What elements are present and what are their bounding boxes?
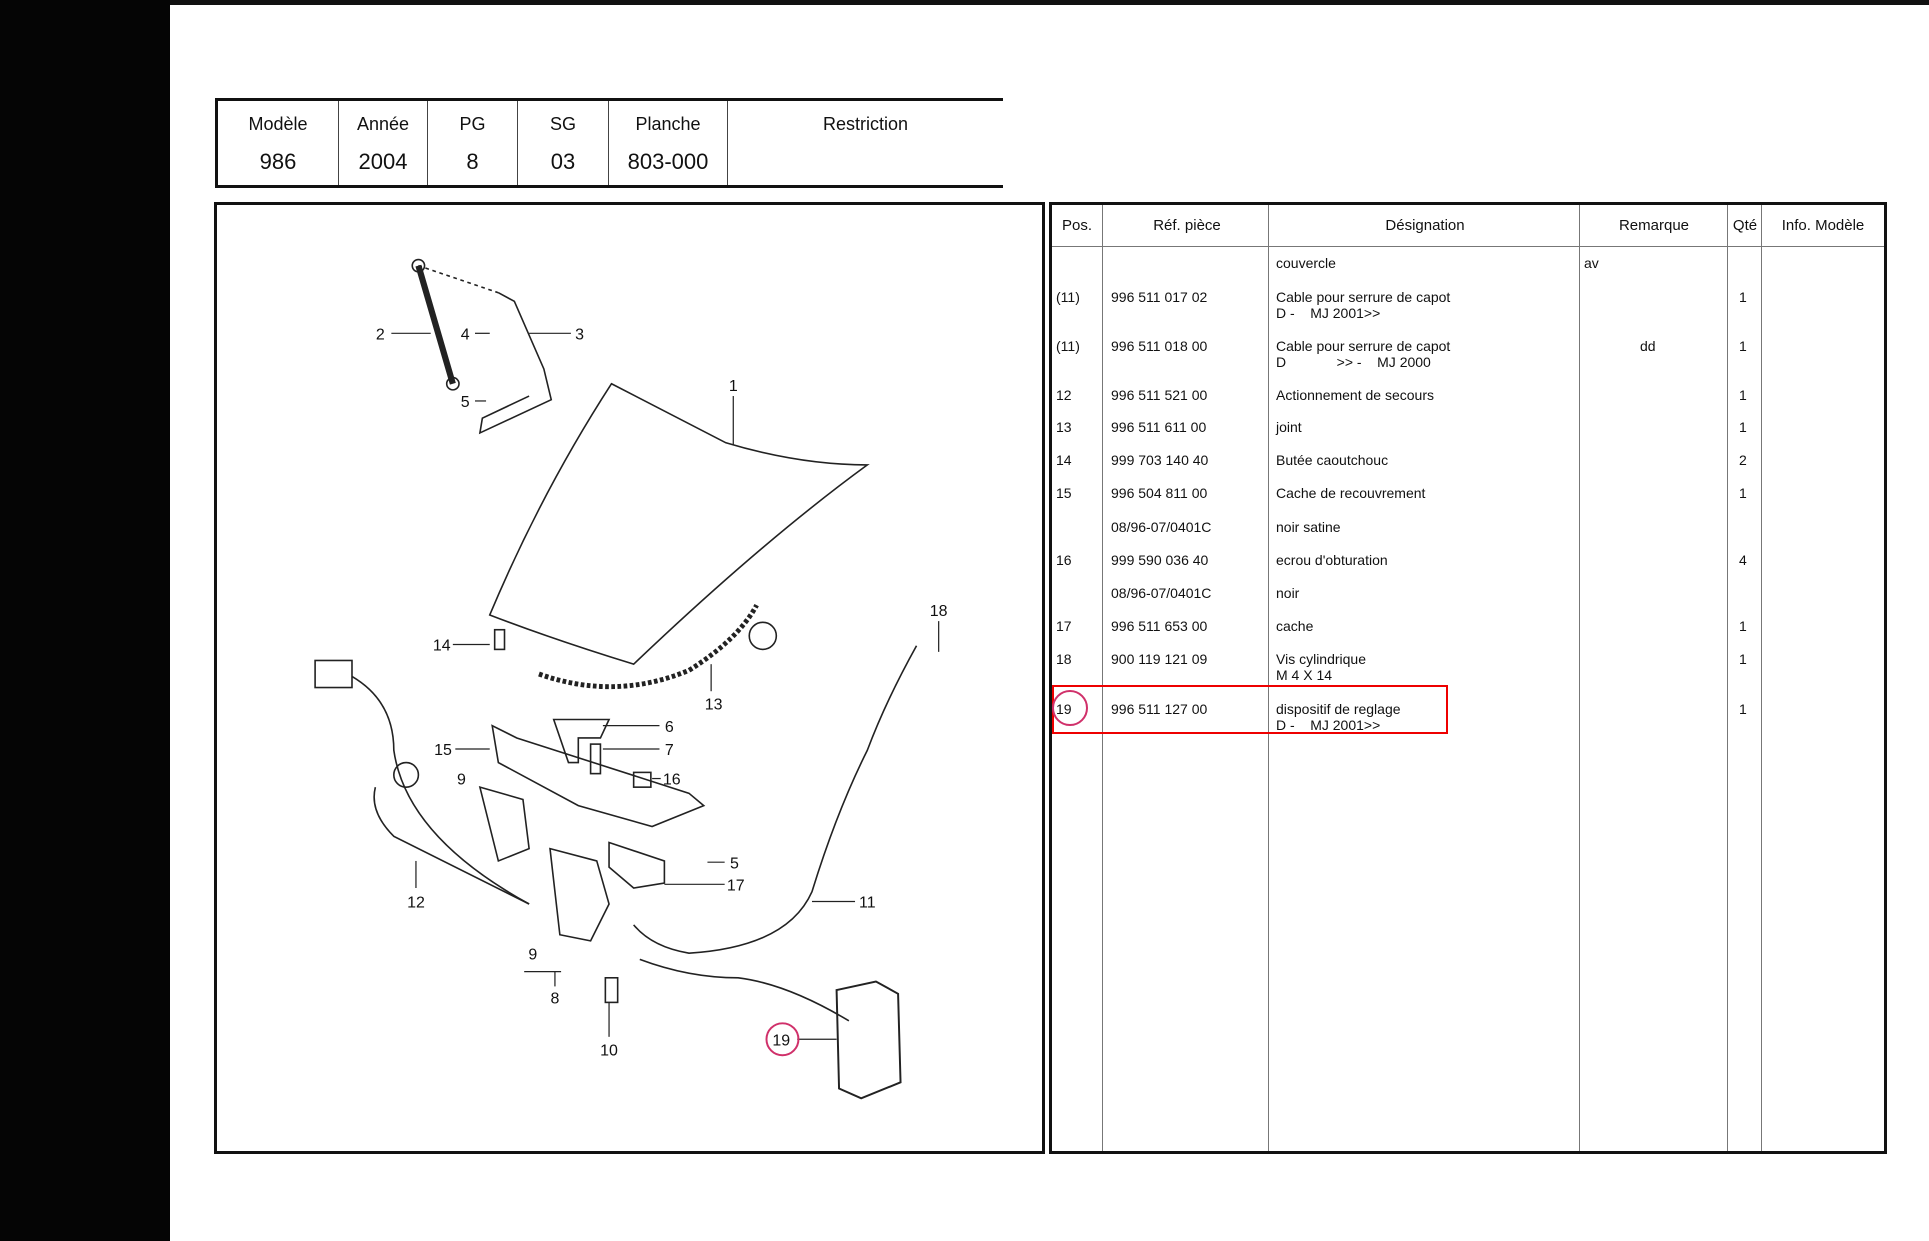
- col-header-pos: Pos.: [1061, 217, 1092, 234]
- header-col-pg: PG 8: [428, 101, 518, 185]
- row-pos: 18: [1056, 651, 1072, 667]
- row-designation: noir: [1276, 585, 1300, 601]
- row-qte: 1: [1739, 419, 1747, 435]
- scan-border-top: [170, 0, 1929, 5]
- row-designation: ecrou d'obturation: [1276, 552, 1388, 568]
- row-remarque: av: [1584, 255, 1599, 271]
- row-ref: 999 590 036 40: [1111, 552, 1209, 568]
- row-designation: dispositif de reglage D - MJ 2001>>: [1276, 701, 1401, 733]
- scan-border-left: [0, 0, 170, 1241]
- row-ref: 996 511 521 00: [1111, 387, 1208, 403]
- header-col-sg: SG 03: [518, 101, 609, 185]
- header-value: 2004: [358, 149, 408, 174]
- row-pos: 14: [1056, 452, 1072, 468]
- parts-table-header: Pos. Réf. pièce Désignation Remarque Qté…: [1052, 205, 1884, 247]
- col-header-remarque: Remarque: [1618, 217, 1690, 234]
- header-col-annee: Année 2004: [339, 101, 428, 185]
- header-label: Planche: [635, 114, 701, 134]
- row-pos: 12: [1056, 387, 1072, 403]
- row-pos: (11): [1056, 289, 1080, 305]
- header-value: 8: [466, 149, 479, 174]
- row-designation: cache: [1276, 618, 1314, 634]
- row-ref: 996 511 018 00: [1111, 338, 1208, 354]
- row-ref: 08/96-07/0401C: [1111, 585, 1212, 601]
- row-pos: 13: [1056, 419, 1072, 435]
- row-pos: (11): [1056, 338, 1080, 354]
- row-designation: Cable pour serrure de capot D >> - MJ 20…: [1276, 338, 1451, 370]
- header-label: SG: [549, 114, 576, 134]
- col-header-info-modele: Info. Modèle: [1781, 217, 1865, 234]
- row-ref: 08/96-07/0401C: [1111, 519, 1212, 535]
- row-remarque: dd: [1640, 338, 1656, 354]
- header-label: Année: [356, 114, 410, 134]
- row-ref: 996 511 611 00: [1111, 419, 1207, 435]
- row-designation: Butée caoutchouc: [1276, 452, 1389, 468]
- row-pos: 15: [1056, 485, 1072, 501]
- row-qte: 1: [1739, 338, 1747, 354]
- row-pos: 16: [1056, 552, 1072, 568]
- exploded-diagram-frame: [214, 202, 1045, 1154]
- row-designation: noir satine: [1276, 519, 1341, 535]
- row-qte: 1: [1739, 289, 1747, 305]
- row-qte: 1: [1739, 387, 1747, 403]
- row-qte: 4: [1739, 552, 1747, 568]
- row-ref: 900 119 121 09: [1111, 651, 1208, 667]
- col-header-ref: Réf. pièce: [1153, 217, 1221, 234]
- row-designation: couvercle: [1276, 255, 1336, 271]
- col-header-qte: Qté: [1732, 217, 1758, 234]
- row-ref: 996 511 017 02: [1111, 289, 1208, 305]
- row-ref: 996 511 653 00: [1111, 618, 1208, 634]
- row-qte: 1: [1739, 618, 1747, 634]
- header-label: Modèle: [248, 114, 308, 134]
- header-value: 986: [259, 149, 297, 174]
- row-qte: 2: [1739, 452, 1747, 468]
- parts-table: Pos. Réf. pièce Désignation Remarque Qté…: [1049, 202, 1887, 1154]
- header-table: Modèle 986 Année 2004 PG 8 SG 03 Planche 803-…: [215, 98, 1003, 188]
- header-col-planche: Planche 803-000: [609, 101, 728, 185]
- row-designation: Cable pour serrure de capot D - MJ 2001>…: [1276, 289, 1451, 321]
- row-qte: 1: [1739, 485, 1747, 501]
- row-designation: Cache de recouvrement: [1276, 485, 1426, 501]
- header-col-modele: Modèle 986: [218, 101, 339, 185]
- row-ref: 996 504 811 00: [1111, 485, 1208, 501]
- header-label: Restriction: [822, 114, 909, 134]
- row-qte: 1: [1739, 701, 1747, 717]
- row-designation: Vis cylindrique M 4 X 14: [1276, 651, 1367, 683]
- row-ref: 996 511 127 00: [1111, 701, 1208, 717]
- row-ref: 999 703 140 40: [1111, 452, 1209, 468]
- col-header-designation: Désignation: [1385, 217, 1465, 234]
- header-label: PG: [459, 114, 486, 134]
- row-designation: joint: [1276, 419, 1302, 435]
- row-designation: Actionnement de secours: [1276, 387, 1434, 403]
- header-value: 03: [550, 149, 576, 174]
- highlight-box-pos-19: [1052, 685, 1448, 734]
- highlight-circle-pos-19: [1052, 690, 1088, 726]
- header-col-restriction: Restriction: [728, 101, 1003, 185]
- row-pos: 17: [1056, 618, 1072, 634]
- row-qte: 1: [1739, 651, 1747, 667]
- header-value: 803-000: [627, 149, 709, 174]
